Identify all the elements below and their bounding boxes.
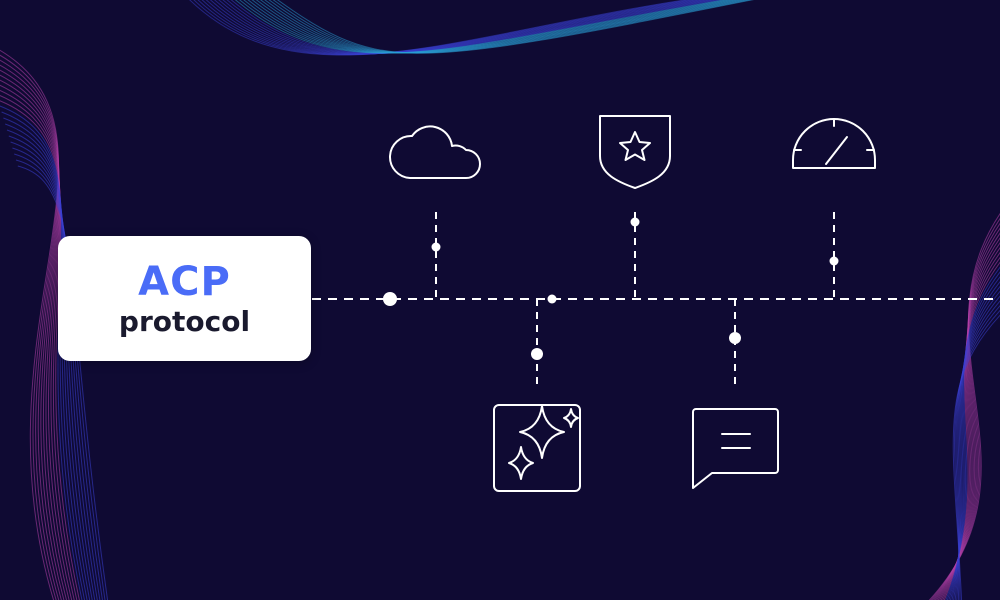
wave-line — [0, 90, 75, 600]
wave-line — [0, 64, 63, 600]
node-dot — [829, 256, 839, 266]
wave-lines-right — [928, 213, 1000, 600]
node-dot — [431, 242, 441, 252]
wave-lines-top — [189, 0, 755, 56]
gauge-icon — [792, 118, 876, 169]
wave-line — [0, 84, 73, 600]
node-dot — [547, 294, 557, 304]
wave-line — [0, 69, 65, 600]
shield-star-icon — [599, 115, 671, 189]
chat-bubble-icon — [692, 408, 779, 489]
wave-line — [0, 54, 60, 600]
label-subtitle: protocol — [118, 304, 251, 338]
cloud-icon — [389, 125, 481, 179]
wave-line — [0, 79, 70, 600]
label-title: ACP — [138, 258, 231, 305]
node-dot — [383, 292, 397, 306]
wave-line — [0, 49, 60, 600]
wave-line — [0, 59, 60, 600]
wave-line — [0, 74, 68, 600]
wave-line — [952, 314, 1000, 600]
acp-label-card: ACP protocol — [58, 236, 311, 361]
sparkle-box-icon — [493, 404, 581, 492]
node-dot — [630, 217, 640, 227]
node-dot — [729, 332, 741, 344]
wave-line — [276, 0, 755, 54]
node-dot — [531, 348, 543, 360]
